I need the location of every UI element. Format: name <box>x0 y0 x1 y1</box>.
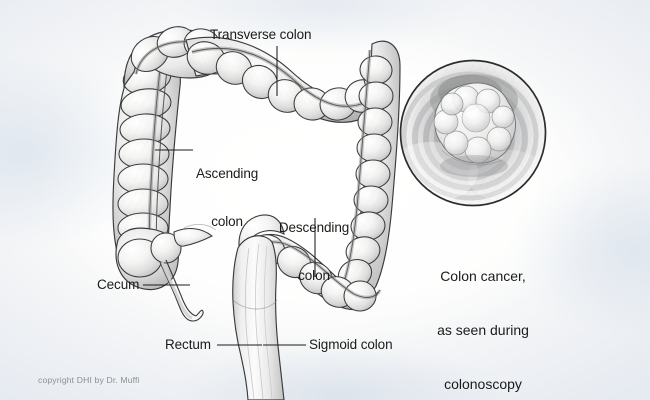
label-transverse-colon: Transverse colon <box>210 27 312 42</box>
label-sigmoid-colon: Sigmoid colon <box>309 337 393 352</box>
label-cecum: Cecum <box>97 277 140 292</box>
leader-lines <box>143 46 316 346</box>
inset-caption: Colon cancer, as seen during colonoscopy <box>413 231 553 400</box>
colonoscopy-inset-graphic <box>399 59 547 207</box>
label-ascending-colon: Ascending colon <box>196 134 258 262</box>
descending-colon-graphic <box>337 40 401 302</box>
label-descending-colon: Descending colon <box>258 188 370 316</box>
label-ascending-colon-line2: colon <box>211 214 243 229</box>
rectum-graphic <box>232 235 285 400</box>
inset-caption-line2: as seen during <box>437 322 529 338</box>
label-descending-colon-line2: colon <box>298 268 330 283</box>
label-descending-colon-line1: Descending <box>278 220 350 235</box>
inset-caption-line3: colonoscopy <box>444 376 522 392</box>
label-rectum: Rectum <box>165 337 211 352</box>
inset-caption-line1: Colon cancer, <box>440 268 526 284</box>
ascending-colon-graphic <box>112 55 181 279</box>
cecum-graphic <box>115 224 217 322</box>
label-ascending-colon-line1: Ascending <box>196 166 259 181</box>
copyright-credit: copyright DHI by Dr. Muffi <box>38 375 140 385</box>
